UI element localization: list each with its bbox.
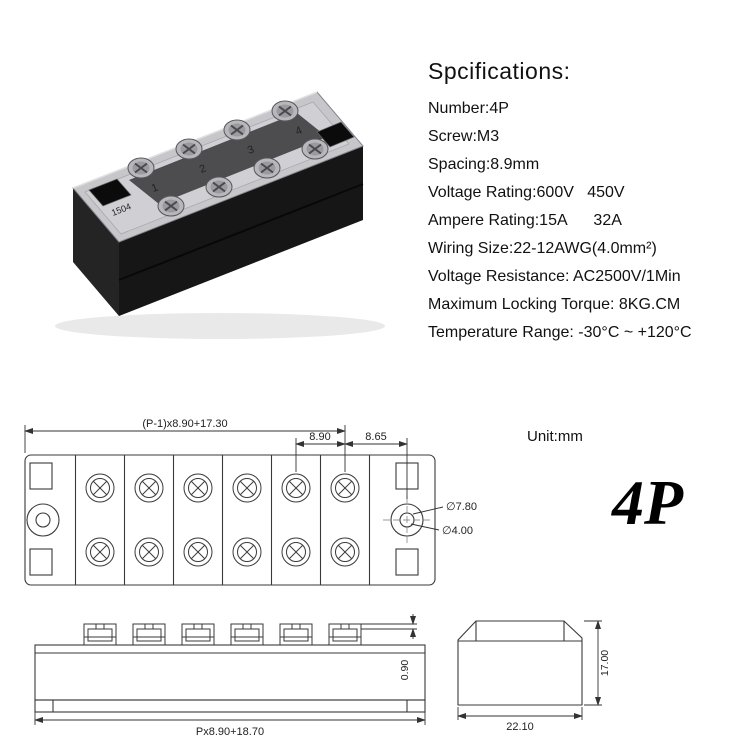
side-view-drawing: Px8.90+18.70 0.90 — [34, 614, 426, 738]
dia-inner: ∅4.00 — [442, 525, 473, 537]
pole-number-labels: 1 2 3 4 — [150, 125, 304, 195]
dim-pitch: 8.90 — [309, 431, 330, 443]
dim-depth: 22.10 — [506, 721, 534, 733]
product-shadow — [55, 313, 385, 339]
end-view-body — [457, 620, 583, 706]
dim-clamp-thickness: 0.90 — [399, 660, 411, 681]
spec-item-voltage-resistance: Voltage Resistance: AC2500V/1Min — [428, 268, 681, 285]
spec-item-wiring-size: Wiring Size:22-12AWG(4.0mm²) — [428, 240, 657, 257]
spec-item-spacing: Spacing:8.9mm — [428, 156, 540, 173]
end-view-drawing: 17.00 22.10 — [457, 620, 611, 733]
spec-item-ampere-rating: Ampere Rating:15A 32A — [428, 212, 622, 229]
spec-item-locking-torque: Maximum Locking Torque: 8KG.CM — [428, 296, 681, 313]
pole-number-2: 2 — [198, 163, 208, 176]
centerlines — [383, 496, 431, 544]
clamp-symbols — [83, 623, 362, 646]
top-view-body — [24, 454, 436, 586]
wire-channel — [129, 113, 327, 204]
spec-item-voltage-rating: Voltage Rating:600V 450V — [428, 184, 625, 201]
mounting-hole-opening-right — [316, 121, 355, 148]
side-view-body — [34, 644, 426, 713]
top-dimension-lines — [24, 425, 444, 531]
dim-overall: (P-1)x8.90+17.30 — [142, 418, 227, 430]
product-photo: 1 2 3 4 1504 — [55, 91, 385, 339]
dim-length: Px8.90+18.70 — [196, 726, 264, 738]
end-dimension-lines — [457, 620, 602, 720]
spec-item-screw: Screw:M3 — [428, 128, 500, 145]
dim-height: 17.00 — [599, 650, 611, 676]
dia-outer: ∅7.80 — [446, 501, 477, 513]
terminal-block-photo: 1 2 3 4 1504 — [72, 91, 364, 316]
pole-number-4: 4 — [294, 125, 304, 138]
pole-number-1: 1 — [150, 182, 160, 195]
mounting-hole-opening-left — [88, 178, 132, 207]
model-label: 4P — [612, 467, 684, 538]
specs-panel: Spcifications: Number:4P Screw:M3 Spacin… — [428, 58, 743, 352]
pole-number-3: 3 — [246, 144, 256, 157]
unit-label: Unit:mm — [527, 428, 583, 445]
spec-item-temperature-range: Temperature Range: -30°C ~ +120°C — [428, 324, 692, 341]
spec-item-number: Number:4P — [428, 100, 509, 117]
side-dimension-lines — [34, 614, 426, 725]
specs-title: Spcifications: — [428, 58, 571, 84]
top-view-drawing: (P-1)x8.90+17.30 8.90 8.65 ∅7.80 ∅4.00 — [24, 418, 477, 586]
dim-edge: 8.65 — [365, 431, 386, 443]
